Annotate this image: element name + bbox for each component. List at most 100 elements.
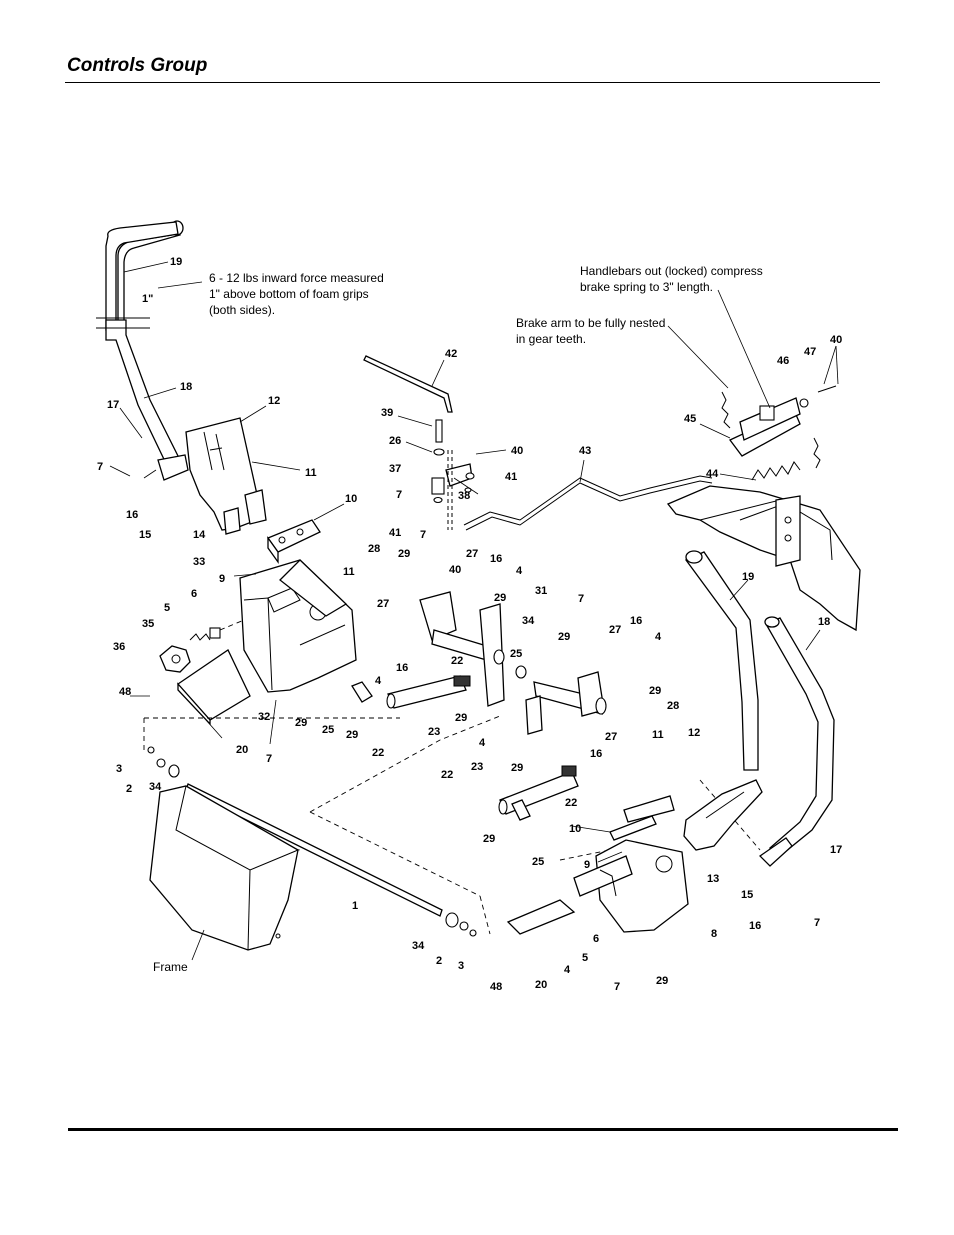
callout: 29: [649, 685, 661, 697]
header-rule: [65, 82, 880, 83]
callout: 3: [116, 763, 122, 775]
callout: 48: [119, 686, 131, 698]
gear-teeth: [721, 391, 821, 469]
callout: 22: [441, 769, 453, 781]
callout: 46: [777, 355, 789, 367]
frame-cover: [149, 785, 299, 951]
callout: 7: [420, 529, 426, 541]
callout-labels: 19 18 17 12 7 16 15 14 33 11 10 9 11 6 5…: [97, 256, 842, 993]
callout: 16: [396, 662, 408, 674]
callout: 18: [180, 381, 192, 393]
callout: 35: [142, 618, 154, 630]
callout: 25: [510, 648, 522, 660]
left-control-housing: [239, 559, 357, 693]
callout: 16: [630, 615, 642, 627]
callout: 2: [126, 783, 132, 795]
callout: 18: [818, 616, 830, 628]
footer-rule: [68, 1128, 898, 1131]
left-pivot-shaft: [351, 591, 505, 709]
callout: 43: [579, 445, 591, 457]
chassis-frame: [666, 485, 861, 632]
callout: 29: [558, 631, 570, 643]
callout: 17: [830, 844, 842, 856]
callout: 16: [590, 748, 602, 760]
callout: 22: [565, 797, 577, 809]
callout: 31: [535, 585, 547, 597]
callout: 28: [368, 543, 380, 555]
callout: 5: [164, 602, 170, 614]
callout: 22: [372, 747, 384, 759]
callout: 47: [804, 346, 816, 358]
right-control-housing-8: [573, 839, 689, 933]
callout: 7: [814, 917, 820, 929]
callout: 41: [389, 527, 401, 539]
right-handlebar-19: [684, 550, 759, 771]
callout: 25: [322, 724, 334, 736]
callout: 4: [479, 737, 486, 749]
callout: 25: [532, 856, 544, 868]
callout: 14: [193, 529, 206, 541]
callout: 4: [564, 964, 571, 976]
force-dimension: 1": [142, 293, 153, 305]
callout: 28: [667, 700, 679, 712]
callout: 48: [490, 981, 502, 993]
callout: 23: [471, 761, 483, 773]
callout: 15: [741, 889, 753, 901]
callout: 20: [236, 744, 248, 756]
callout: 27: [377, 598, 389, 610]
callout: 6: [191, 588, 197, 600]
left-handlebar: [96, 220, 189, 481]
force-note-line1: 6 - 12 lbs inward force measured: [209, 271, 384, 285]
callout: 27: [466, 548, 478, 560]
center-hardware-stack: [431, 419, 475, 530]
callout: 15: [139, 529, 151, 541]
callout: 26: [389, 435, 401, 447]
callout: 29: [398, 548, 410, 560]
right-handlebar-18: [758, 616, 835, 867]
callout: 9: [219, 573, 225, 585]
callout: 3: [458, 960, 464, 972]
right-upper-bracket-13: [683, 779, 763, 851]
callout: 29: [656, 975, 668, 987]
callout: 12: [268, 395, 280, 407]
force-note-line3: (both sides).: [209, 303, 275, 317]
force-note-line2: 1" above bottom of foam grips: [209, 287, 369, 301]
frame-label: Frame: [153, 960, 188, 974]
callout: 7: [266, 753, 272, 765]
handlebar-note-line1: Handlebars out (locked) compress: [580, 264, 763, 278]
callout: 32: [258, 711, 270, 723]
callout: 44: [706, 468, 719, 480]
callout: 7: [578, 593, 584, 605]
callout: 16: [490, 553, 502, 565]
callout: 38: [458, 490, 470, 502]
callout: 11: [652, 729, 664, 741]
leader-lines: [109, 261, 839, 961]
callout: 29: [346, 729, 358, 741]
callout: 29: [483, 833, 495, 845]
callout: 2: [436, 955, 442, 967]
callout: 11: [305, 467, 317, 479]
brake-cable-43: [463, 475, 713, 531]
callout: 19: [742, 571, 754, 583]
callout: 34: [412, 940, 425, 952]
callout: 4: [375, 675, 382, 687]
callout: 40: [511, 445, 523, 457]
callout: 34: [522, 615, 535, 627]
callout: 1: [352, 900, 358, 912]
callout: 12: [688, 727, 700, 739]
brake-note-line1: Brake arm to be fully nested: [516, 316, 665, 330]
callout: 4: [655, 631, 662, 643]
callout: 37: [389, 463, 401, 475]
callout: 29: [295, 717, 307, 729]
page-title: Controls Group: [67, 55, 208, 76]
callout: 27: [609, 624, 621, 636]
brake-spring-44: [751, 461, 801, 481]
knob-36: [159, 627, 221, 673]
callout: 19: [170, 256, 182, 268]
callout: 9: [584, 859, 590, 871]
callout: 40: [830, 334, 842, 346]
brake-note-line2: in gear teeth.: [516, 332, 586, 346]
callout: 6: [593, 933, 599, 945]
left-upper-bracket: [185, 417, 267, 535]
